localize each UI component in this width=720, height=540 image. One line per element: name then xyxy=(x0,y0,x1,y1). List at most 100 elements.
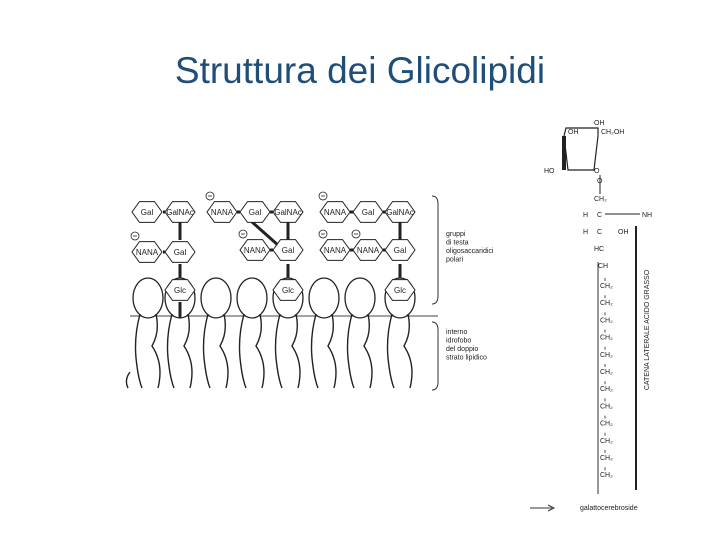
lipid-head xyxy=(200,277,232,319)
formula-nh: NH xyxy=(642,212,652,219)
head-group-annotation: polari xyxy=(446,257,464,264)
formula-oh: OH xyxy=(618,229,629,236)
sugar-hexagon xyxy=(319,201,351,223)
lipid-tail xyxy=(183,313,193,389)
lipid-tail xyxy=(125,371,131,389)
lipid-tail xyxy=(202,313,211,389)
chain-label: CATENA LATERALE ACIDO GRASSO xyxy=(644,269,651,390)
lipid-head xyxy=(344,277,376,319)
sugar-label: NANA xyxy=(211,208,234,217)
lipid-tail xyxy=(386,313,395,389)
formula-oh: OH xyxy=(568,129,579,136)
compound-name: galattocerebroside xyxy=(580,505,638,512)
formula-hc: HC xyxy=(594,246,604,253)
sugar-label: NANA xyxy=(324,208,347,217)
sugar-hexagon xyxy=(319,239,351,261)
hydrophobic-annotation: del doppio xyxy=(446,346,478,353)
formula-ch2: CH₂ xyxy=(600,300,613,307)
sugar-label: NANA xyxy=(357,246,380,255)
sugar-hexagon xyxy=(239,201,271,223)
sugar-hexagon xyxy=(164,241,196,263)
formula-ch2: CH₂ xyxy=(600,403,613,410)
arrow-head xyxy=(547,504,556,512)
head-group-annotation: oligosaccaridici xyxy=(446,248,494,255)
formula-ch2: CH₂ xyxy=(600,455,613,462)
sugar-hexagon xyxy=(352,239,384,261)
formula-ch2oh: CH₂OH xyxy=(601,129,624,136)
lipid-tail xyxy=(327,313,337,389)
lipid-tail xyxy=(238,313,247,389)
lipid-tail xyxy=(274,313,283,389)
sugar-label: Gal xyxy=(249,208,262,217)
hydrophobic-annotation: interno xyxy=(446,329,468,336)
sugar-hexagon xyxy=(384,239,416,261)
head-group-bracket xyxy=(431,195,439,305)
formula-ch2: CH₂ xyxy=(600,352,613,359)
sugar-label: NANA xyxy=(324,246,347,255)
formula-ch: CH xyxy=(598,263,608,270)
sugar-label: Gal xyxy=(174,248,187,257)
formula-ch2: CH₂ xyxy=(600,283,613,290)
formula-c: C xyxy=(597,229,602,236)
hydrophobic-annotation: idrofobo xyxy=(446,338,471,345)
sugar-hexagon xyxy=(384,201,416,223)
sugar-hexagon xyxy=(272,279,304,301)
sugar-hexagon xyxy=(164,279,196,301)
lipid-head xyxy=(132,277,164,319)
sugar-hexagon xyxy=(272,239,304,261)
formula-oh: OH xyxy=(594,120,605,127)
lipid-tail xyxy=(291,313,301,389)
formula-o: O xyxy=(597,178,603,185)
lipid-tail xyxy=(219,313,229,389)
lipid-tail xyxy=(151,313,161,389)
head-group-annotation: gruppi xyxy=(446,231,466,238)
lipid-tail xyxy=(363,313,373,389)
sugar-hexagon xyxy=(206,201,238,223)
formula-ch2: CH₂ xyxy=(594,196,607,203)
sugar-label: GalNAc xyxy=(274,208,302,217)
sugar-hexagon xyxy=(272,201,304,223)
formula-ch2: CH₂ xyxy=(600,335,613,342)
formula-ch2: CH₂ xyxy=(600,438,613,445)
formula-ch2: CH₂ xyxy=(600,421,613,428)
sugar-label: GalNAc xyxy=(386,208,414,217)
sugar-hexagon xyxy=(239,239,271,261)
formula-h: H xyxy=(583,229,588,236)
slide-title: Struttura dei Glicolipidi xyxy=(174,50,546,91)
sugar-label: Gal xyxy=(362,208,375,217)
sugar-label: Gal xyxy=(282,246,295,255)
sugar-label: NANA xyxy=(244,246,267,255)
sugar-hexagon xyxy=(164,201,196,223)
sugar-label: Gal xyxy=(141,208,154,217)
head-group-annotation: di testa xyxy=(446,240,469,247)
formula-o: O xyxy=(594,168,600,175)
sugar-label: Glc xyxy=(282,286,294,295)
formula-ch2: CH₂ xyxy=(600,317,613,324)
formula-ho: HO xyxy=(544,168,555,175)
lipid-tail xyxy=(346,313,355,389)
sugar-label: GalNAc xyxy=(166,208,194,217)
lipid-tail xyxy=(166,313,175,389)
sugar-hexagon xyxy=(352,201,384,223)
lipid-head xyxy=(236,277,268,319)
lipid-tail xyxy=(403,313,413,389)
sugar-label: Glc xyxy=(394,286,406,295)
lipid-tail xyxy=(134,313,143,389)
sugar-label: NANA xyxy=(136,248,159,257)
formula-ch2: CH₂ xyxy=(600,386,613,393)
lipid-tail xyxy=(255,313,265,389)
sugar-hexagon xyxy=(131,201,163,223)
hydrophobic-bracket xyxy=(431,321,439,391)
sugar-hexagon xyxy=(131,241,163,263)
formula-h: H xyxy=(583,212,588,219)
sugar-hexagon xyxy=(384,279,416,301)
sugar-label: Glc xyxy=(174,286,186,295)
sugar-label: Gal xyxy=(394,246,407,255)
lipid-tail xyxy=(310,313,319,389)
lipid-head xyxy=(308,277,340,319)
hydrophobic-annotation: strato lipidico xyxy=(446,355,487,362)
